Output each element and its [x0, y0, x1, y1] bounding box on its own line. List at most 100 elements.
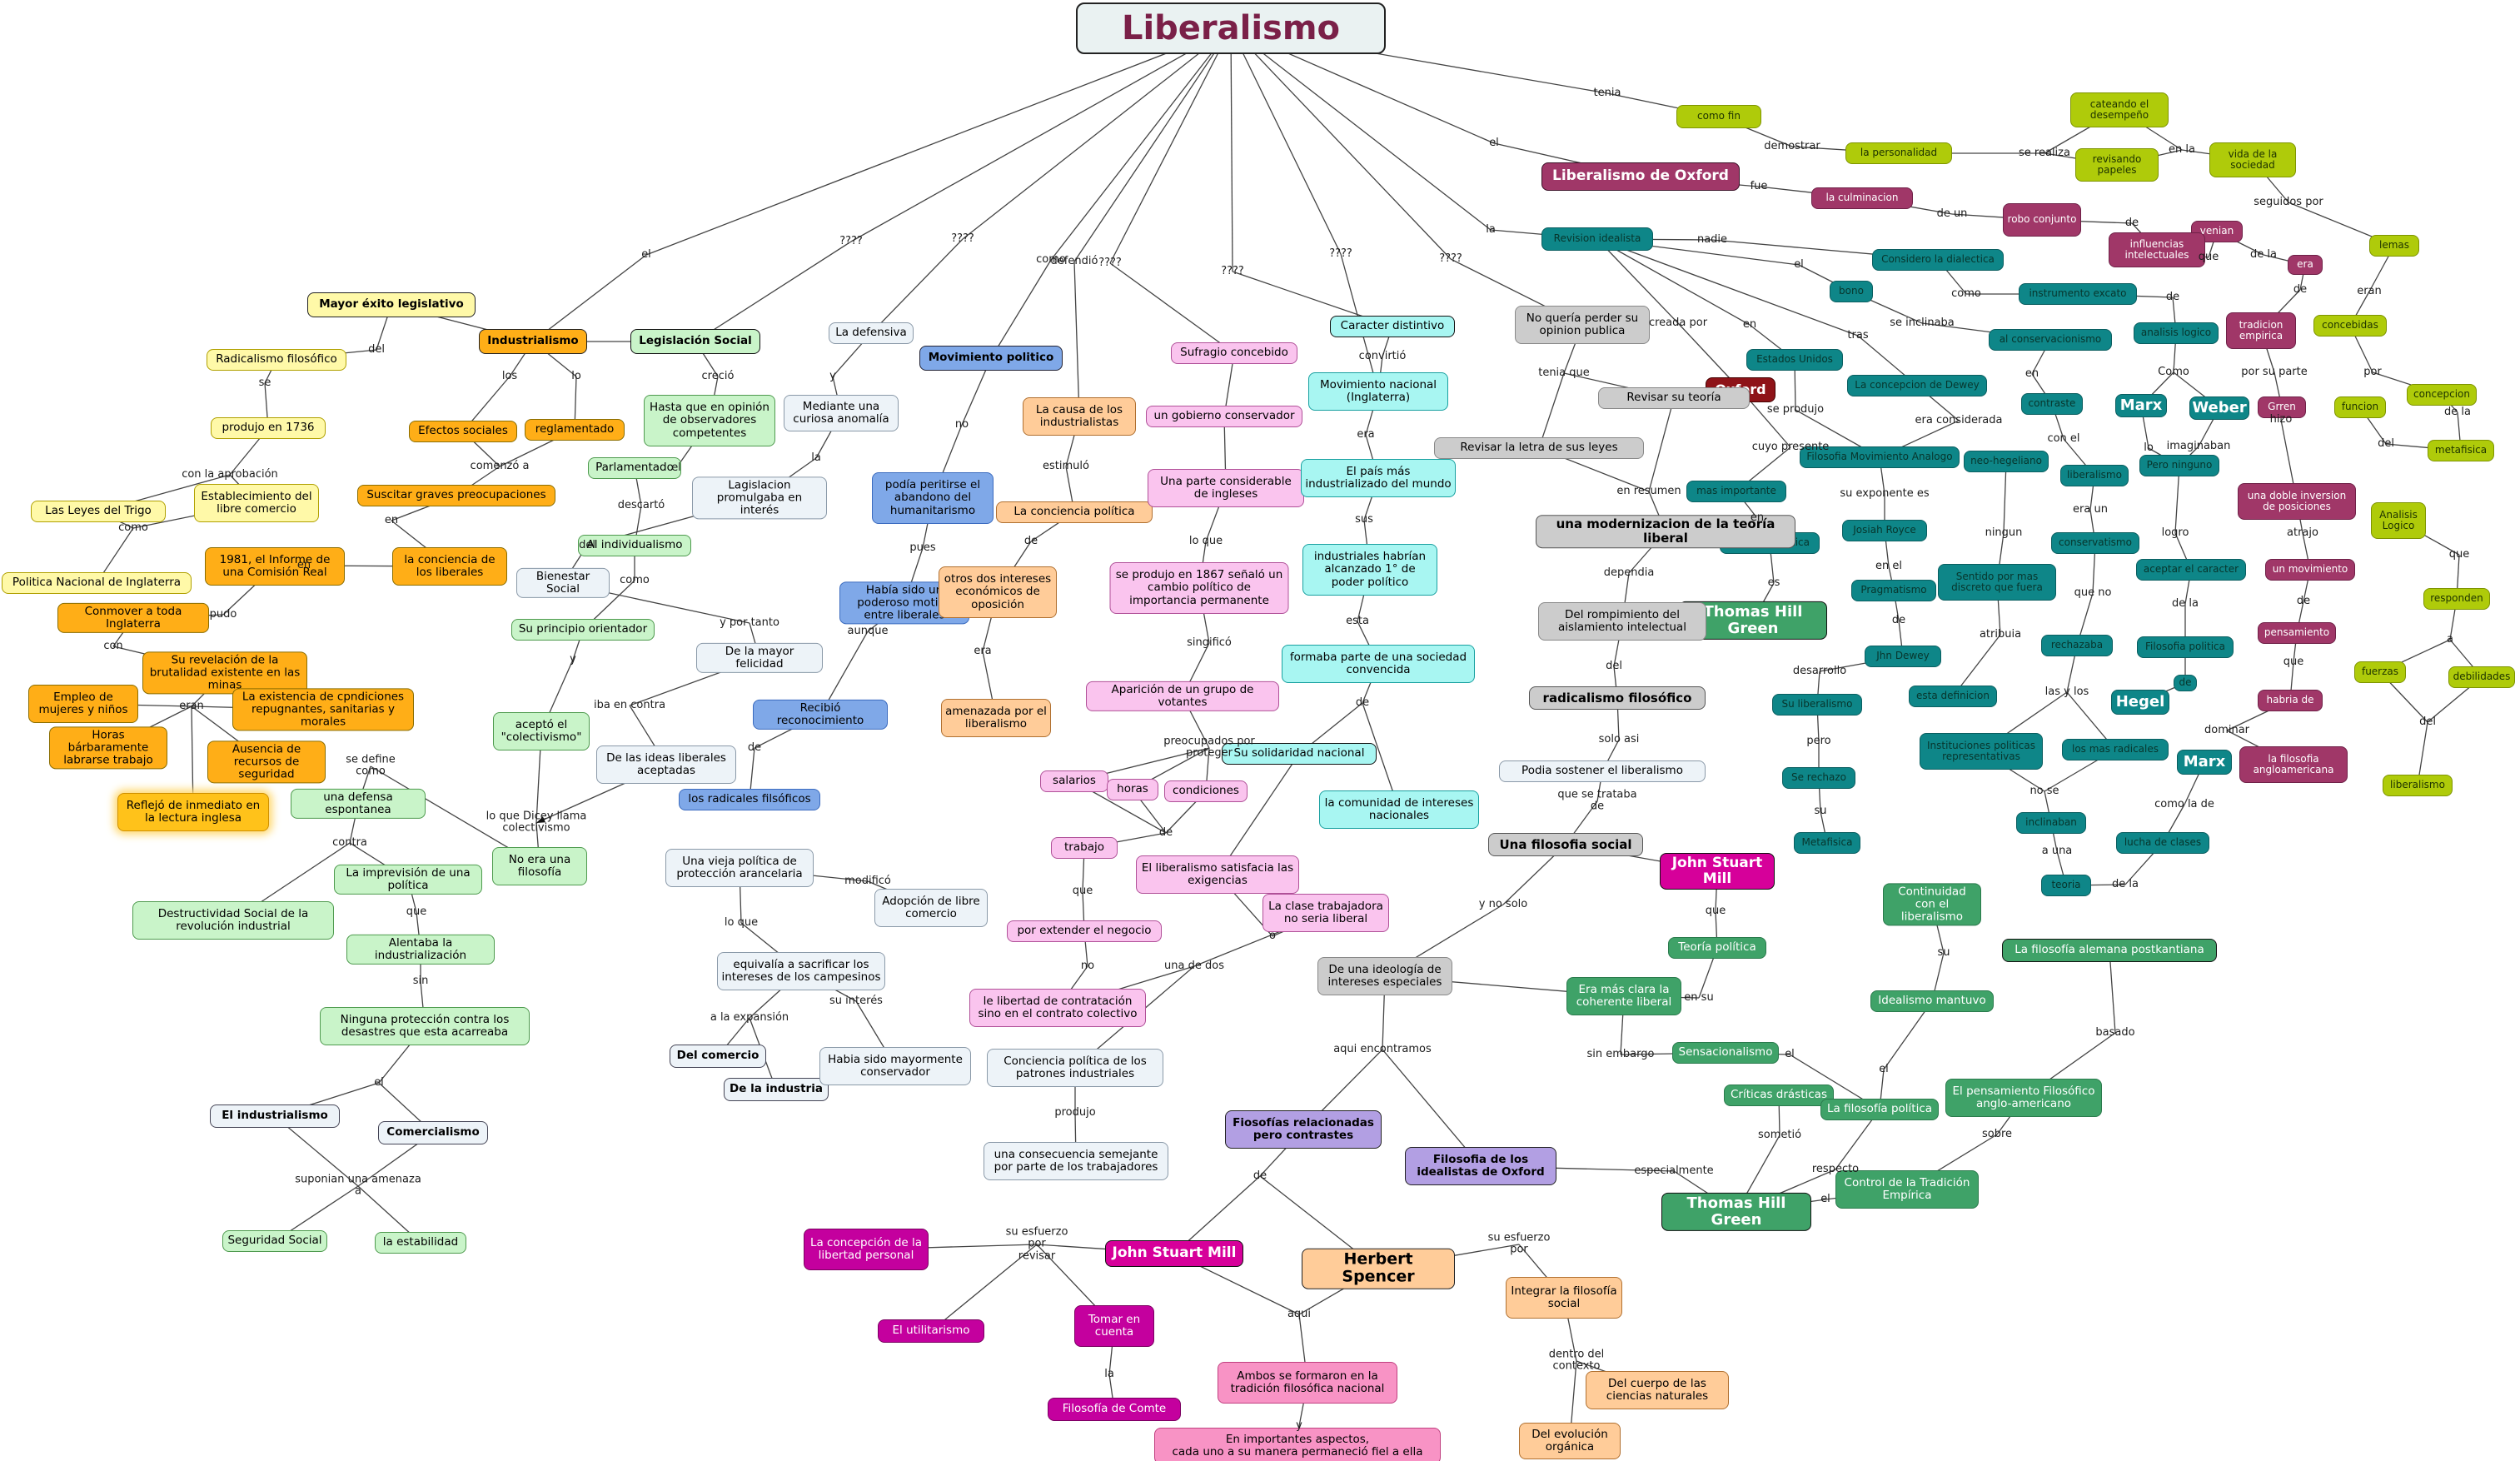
concept-node-demayorfel[interactable]: De la mayor felicidad: [696, 642, 823, 674]
concept-node-culminacion[interactable]: la culminacion: [1811, 187, 1913, 209]
concept-node-funcion[interactable]: funcion: [2334, 396, 2386, 418]
concept-node-podiasost[interactable]: Podia sostener el liberalismo: [1499, 760, 1706, 782]
concept-node-teopol[interactable]: Teoría política: [1668, 937, 1766, 959]
concept-node-grren[interactable]: Grren: [2258, 396, 2306, 418]
concept-node-revision[interactable]: Revision idealista: [1541, 227, 1653, 251]
concept-node-herbert[interactable]: Herbert Spencer: [1302, 1248, 1455, 1289]
concept-node-movpol[interactable]: Movimiento politico: [919, 346, 1063, 371]
concept-node-noerafil[interactable]: No era una filosofía: [492, 847, 587, 885]
concept-node-defensiva[interactable]: La defensiva: [829, 322, 914, 344]
concept-node-defensaesp[interactable]: una defensa espontanea: [291, 788, 426, 820]
concept-node-comunidad[interactable]: la comunidad de intereses nacionales: [1319, 790, 1479, 829]
concept-node-otrosdos[interactable]: otros dos intereses económicos de oposic…: [939, 566, 1057, 618]
concept-node-porextender[interactable]: por extender el negocio: [1007, 920, 1162, 942]
concept-node-habiacons[interactable]: Habia sido mayormente conservador: [819, 1047, 971, 1085]
concept-node-delevolucion[interactable]: Del evolución orgánica: [1519, 1423, 1621, 1459]
concept-node-rechazaba[interactable]: rechazaba: [2041, 635, 2113, 656]
concept-node-filalemana[interactable]: La filosofía alemana postkantiana: [2002, 939, 2217, 962]
concept-node-solidaridad[interactable]: Su solidaridad nacional: [1222, 743, 1377, 765]
concept-node-efectos[interactable]: Efectos sociales: [409, 421, 517, 442]
concept-node-sensacionalismo[interactable]: Sensacionalismo: [1672, 1042, 1779, 1064]
concept-node-horasbarb[interactable]: Horas bárbaramente labrarse trabajo: [49, 726, 167, 770]
concept-node-en1981[interactable]: 1981, el Informe de una Comisión Real: [205, 547, 345, 586]
concept-node-modernizacion[interactable]: una modernizacion de la teo­ría liberal: [1536, 515, 1795, 548]
concept-node-pragmatismo[interactable]: Pragmatismo: [1851, 580, 1936, 601]
concept-node-lagislacion[interactable]: Lagislacion promulgaba en interés: [692, 476, 827, 520]
concept-node-aceptar[interactable]: aceptar el caracter: [2136, 559, 2246, 581]
concept-node-comte[interactable]: Filosofía de Comte: [1048, 1398, 1181, 1421]
concept-node-conservatismo[interactable]: conservatismo: [2051, 532, 2139, 554]
concept-node-suliberalismo[interactable]: Su liberalismo: [1772, 694, 1862, 716]
concept-node-revisando[interactable]: revisando papeles: [2075, 148, 2159, 182]
concept-node-delcuerpo[interactable]: Del cuerpo de las ciencias naturales: [1586, 1371, 1729, 1409]
concept-node-integrar[interactable]: Integrar la filosofía social: [1506, 1277, 1622, 1319]
concept-node-concpolitica[interactable]: La conciencia política: [996, 501, 1153, 523]
concept-node-libertadcontr[interactable]: le libertad de contratación sino en el c…: [969, 989, 1146, 1027]
concept-node-equivalia[interactable]: equivalía a sacrificar los intereses de …: [717, 952, 885, 990]
concept-node-laconcepcion[interactable]: La concepción de la libertad personal: [804, 1229, 929, 1270]
concept-node-consecuencia[interactable]: una consecuencia semejante por parte de …: [984, 1142, 1168, 1180]
concept-node-analisisyg[interactable]: Analisis Logico: [2371, 502, 2426, 539]
concept-node-amenazada[interactable]: amenazada por el liberalismo: [941, 699, 1051, 737]
concept-node-serechazo[interactable]: Se rechazo: [1782, 767, 1855, 789]
concept-node-metafteal[interactable]: Metafisica: [1794, 832, 1860, 854]
concept-node-alindivid[interactable]: Al individualismo: [578, 535, 691, 556]
concept-node-salarios[interactable]: salarios: [1040, 770, 1108, 792]
concept-node-conmover[interactable]: Conmover a toda Inglaterra: [57, 602, 209, 634]
concept-node-teoria[interactable]: teoria: [2041, 875, 2091, 896]
concept-node-paismas[interactable]: El país más industrializado del mundo: [1301, 459, 1456, 497]
concept-node-reflejo[interactable]: Reflejó de inmediato en la lectura ingle…: [117, 793, 269, 831]
concept-node-elindust[interactable]: El industrialismo: [210, 1104, 340, 1128]
concept-node-radicalesfil[interactable]: los radicales filsóficos: [679, 789, 820, 810]
concept-node-instituciones[interactable]: Instituciones politicas representativas: [1920, 733, 2043, 770]
concept-node-movnacional[interactable]: Movimiento nacional (Inglaterra): [1308, 372, 1448, 411]
concept-node-neohegel[interactable]: neo-hegeliano: [1964, 451, 2049, 472]
concept-node-destructividad[interactable]: Destructividad Social de la revolución i…: [132, 901, 334, 940]
concept-node-ideasliberales[interactable]: De las ideas liberales aceptadas: [596, 745, 736, 784]
concept-node-jsm2[interactable]: John Stuart Mill: [1660, 852, 1775, 890]
concept-node-filmovana[interactable]: Filosofia Movimiento Analogo: [1800, 446, 1960, 468]
concept-node-noqueria[interactable]: No quería perder su opinion publica: [1515, 306, 1650, 344]
concept-node-peroninguno[interactable]: Pero ninguno: [2139, 455, 2219, 476]
concept-node-clasetrab[interactable]: La clase trabajadora no seria liberal: [1262, 894, 1389, 932]
concept-node-hegel[interactable]: Hegel: [2111, 690, 2169, 715]
concept-node-concebidas[interactable]: concebidas: [2313, 315, 2387, 337]
concept-node-revisarletra[interactable]: Revisar la letra de sus leyes: [1434, 437, 1644, 459]
concept-node-metafisica[interactable]: metafisica: [2428, 440, 2494, 461]
concept-node-sentido[interactable]: Sentido por mas discreto que fuera: [1938, 564, 2056, 601]
concept-node-continuidad[interactable]: Continuidad con el liberalismo: [1883, 883, 1981, 926]
concept-node-imprevision[interactable]: La imprevisión de una política: [334, 864, 482, 895]
concept-node-ideologia[interactable]: De una ideología de intereses especiales: [1317, 957, 1452, 995]
concept-node-delcomercio[interactable]: Del comercio: [670, 1045, 766, 1068]
concept-node-industrialismo[interactable]: Industrialismo: [479, 329, 587, 354]
concept-node-estados[interactable]: Estados Unidos: [1746, 349, 1843, 371]
concept-node-formaba[interactable]: formaba parte de una sociedad convencida: [1282, 645, 1475, 683]
concept-node-mediante[interactable]: Mediante una curiosa anomalía: [784, 395, 899, 431]
concept-node-unadoble[interactable]: una doble inversion de posiciones: [2238, 483, 2356, 520]
concept-node-gobierno[interactable]: un gobierno conservador: [1146, 406, 1302, 427]
concept-node-instrumento[interactable]: instrumento excato: [2019, 283, 2137, 305]
concept-node-considero[interactable]: Considero la dialectica: [1872, 249, 2004, 271]
concept-node-sufragio[interactable]: Sufragio concebido: [1171, 342, 1297, 364]
concept-node-radicalismog[interactable]: radicalismo filosófico: [1529, 686, 1706, 710]
concept-node-fiosofias[interactable]: Fiosofías relacionadas pero contrastes: [1225, 1110, 1382, 1149]
concept-node-influencias[interactable]: influencias intelectuales: [2109, 232, 2205, 267]
concept-node-masimportante[interactable]: mas importante: [1686, 481, 1786, 502]
concept-node-deteal[interactable]: de: [2174, 675, 2197, 691]
concept-node-tomar[interactable]: Tomar en cuenta: [1074, 1305, 1154, 1347]
concept-node-concepdewey[interactable]: La concepcion de Dewey: [1847, 375, 1987, 396]
concept-node-inclinaban[interactable]: inclinaban: [2016, 812, 2086, 834]
concept-node-jsm1[interactable]: John Stuart Mill: [1105, 1240, 1243, 1267]
concept-node-tradicion[interactable]: tradicion empirica: [2226, 312, 2296, 349]
concept-node-weber[interactable]: Weber: [2189, 396, 2249, 420]
concept-node-filsocial[interactable]: Una filosofia social: [1488, 833, 1643, 856]
concept-node-seprodujo1867[interactable]: se produjo en 1867 señaló un cambio polí…: [1109, 562, 1289, 614]
concept-node-liberalismoT[interactable]: liberalismo: [2060, 465, 2129, 486]
concept-node-unmov[interactable]: un movimiento: [2265, 559, 2355, 581]
concept-node-concepcion[interactable]: concepcion: [2407, 384, 2477, 406]
concept-node-bienestar[interactable]: Bienestar Social: [516, 567, 610, 599]
concept-node-losmasrad[interactable]: los mas radicales: [2062, 739, 2169, 760]
concept-node-concpatrones[interactable]: Conciencia política de los patrones indu…: [987, 1049, 1163, 1087]
concept-node-adopcion[interactable]: Adopción de libre comercio: [874, 889, 988, 927]
concept-node-era1n[interactable]: era: [2288, 255, 2323, 275]
